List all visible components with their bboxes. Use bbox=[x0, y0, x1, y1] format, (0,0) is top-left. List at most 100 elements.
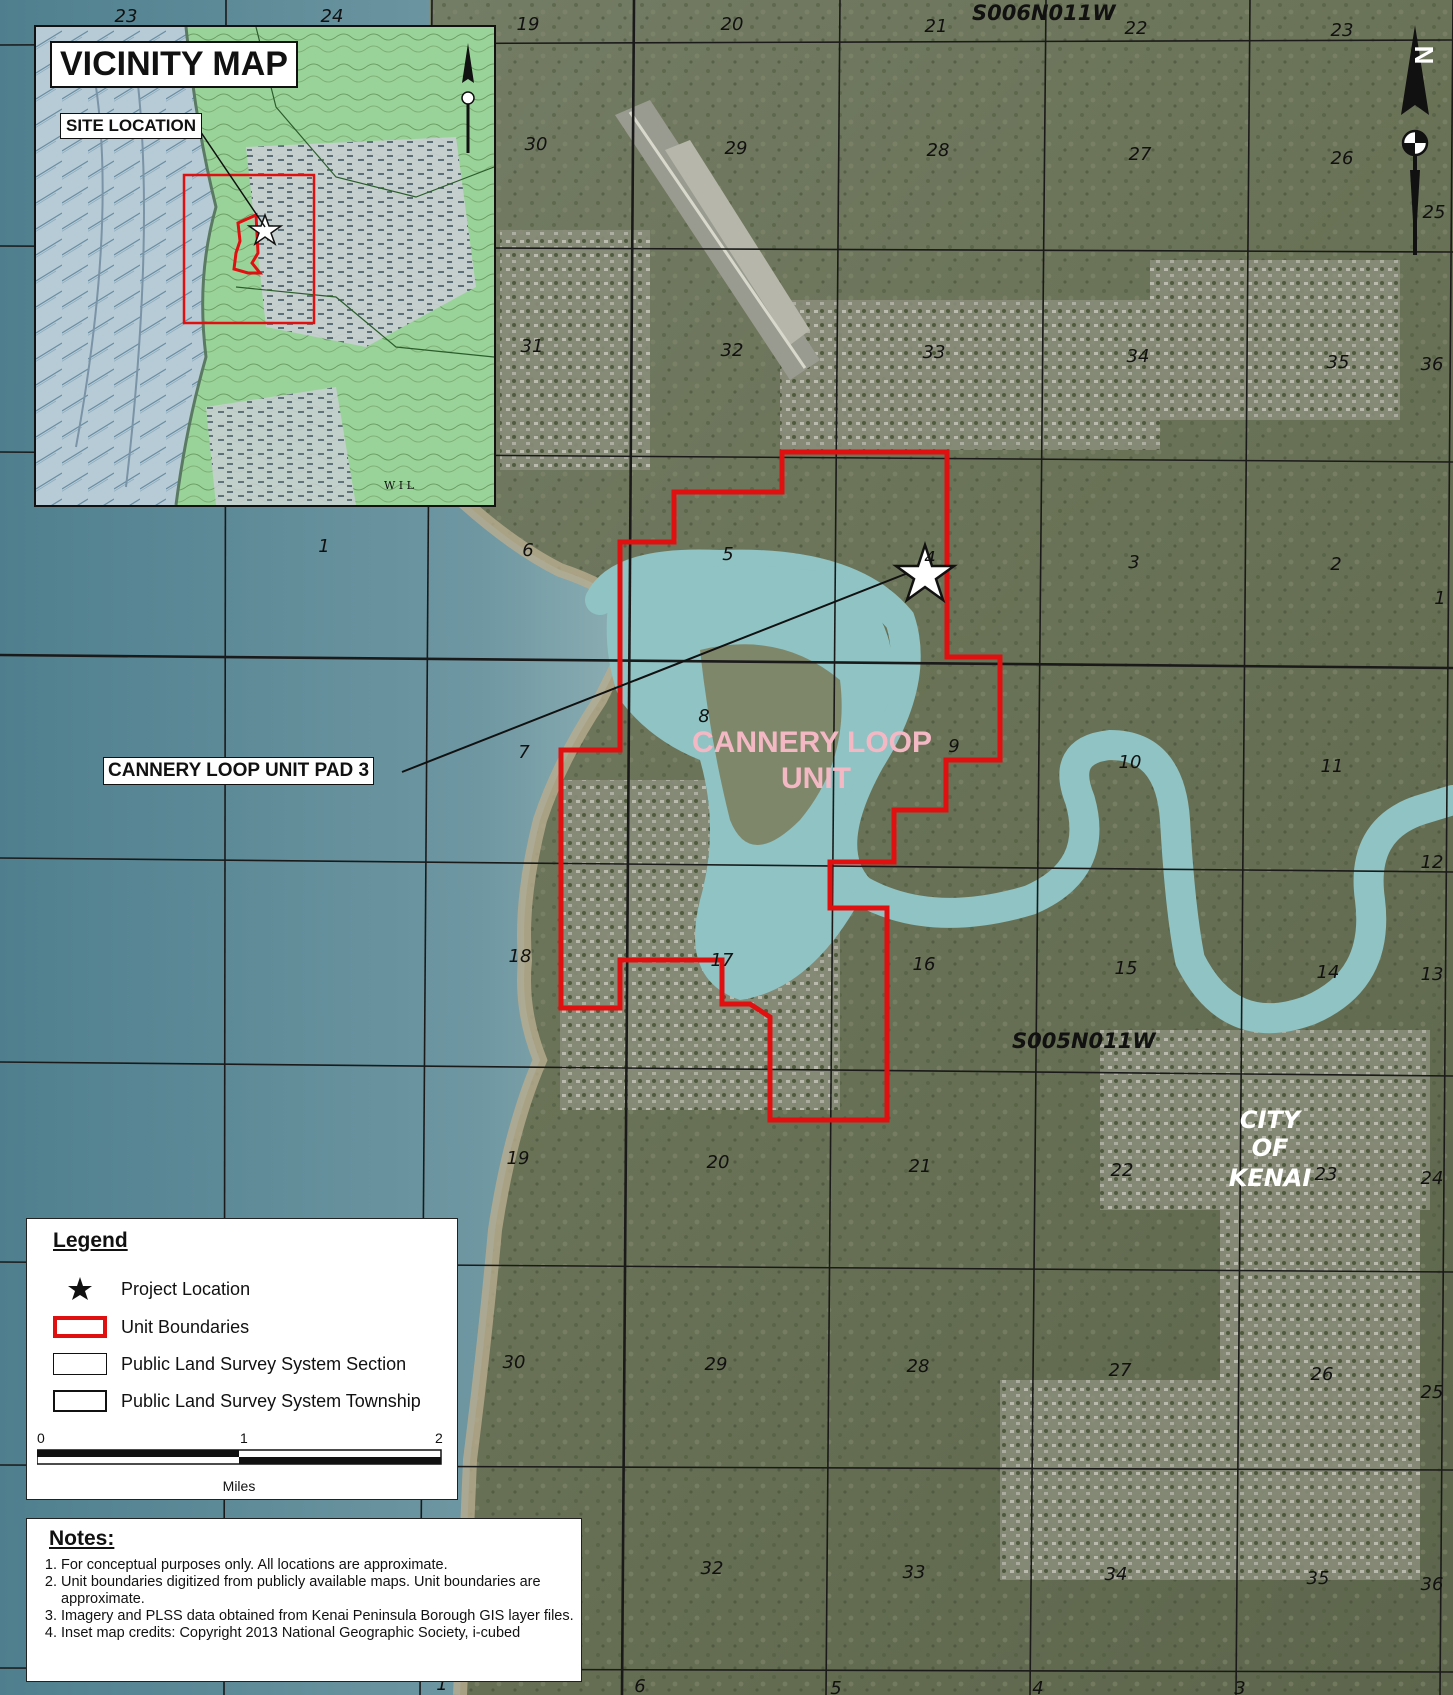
section-number: 26 bbox=[1311, 1364, 1334, 1385]
legend-label: Public Land Survey System Section bbox=[121, 1353, 407, 1374]
scale-tick-2: 2 bbox=[435, 1430, 443, 1446]
section-number: 23 bbox=[1331, 20, 1354, 41]
inset-leader-line bbox=[195, 124, 266, 228]
scale-tick-0: 0 bbox=[37, 1430, 45, 1446]
section-number: 25 bbox=[1421, 1382, 1444, 1403]
notes-panel: Notes: For conceptual purposes only. All… bbox=[26, 1518, 582, 1682]
star-icon bbox=[53, 1277, 107, 1300]
section-number: 19 bbox=[507, 1148, 530, 1169]
section-number: 1 bbox=[318, 536, 329, 557]
section-number: 30 bbox=[525, 134, 548, 155]
section-number: 9 bbox=[948, 736, 959, 757]
note-item: Imagery and PLSS data obtained from Kena… bbox=[61, 1608, 586, 1625]
notes-title: Notes: bbox=[49, 1527, 115, 1550]
section-number: 24 bbox=[1421, 1168, 1444, 1189]
section-number: 6 bbox=[634, 1676, 645, 1695]
section-number: 13 bbox=[1421, 964, 1444, 985]
section-number: 20 bbox=[707, 1152, 730, 1173]
section-number: 32 bbox=[721, 340, 744, 361]
section-number: 23 bbox=[1315, 1164, 1338, 1185]
site-location-label: SITE LOCATION bbox=[60, 113, 203, 139]
section-number: 16 bbox=[913, 954, 936, 975]
section-number: 4 bbox=[1032, 1678, 1043, 1695]
legend-label: Unit Boundaries bbox=[121, 1316, 250, 1337]
inset-site-star bbox=[246, 212, 284, 246]
section-line bbox=[1439, 0, 1453, 1695]
section-number: 26 bbox=[1331, 148, 1354, 169]
vicinity-map-inset: W I L VICINITY MAP SITE LOCATION bbox=[34, 25, 496, 507]
airport bbox=[615, 100, 820, 380]
section-number: 22 bbox=[1111, 1160, 1134, 1181]
pad-callout-label: CANNERY LOOP UNIT PAD 3 bbox=[103, 757, 375, 785]
section-number: 29 bbox=[725, 138, 748, 159]
notes-list: For conceptual purposes only. All locati… bbox=[43, 1557, 586, 1642]
north-letter: N bbox=[1409, 46, 1439, 65]
river-island bbox=[700, 644, 842, 845]
section-number: 8 bbox=[698, 706, 709, 727]
legend-item-township: Public Land Survey System Township bbox=[53, 1387, 421, 1415]
township-label-main: S005N011W bbox=[1012, 1029, 1156, 1053]
section-number: 31 bbox=[521, 336, 544, 357]
unit-boundary bbox=[558, 449, 1003, 1123]
scale-tick-1: 1 bbox=[240, 1430, 248, 1446]
section-number: 35 bbox=[1327, 352, 1350, 373]
township-label-north: S006N011W bbox=[972, 1, 1116, 25]
inset-extent-box bbox=[182, 173, 316, 325]
section-number: 22 bbox=[1125, 18, 1148, 39]
inset-north-arrow bbox=[461, 43, 475, 153]
thick-outline-icon bbox=[53, 1390, 107, 1412]
pad-leader-line bbox=[401, 572, 909, 773]
city-label-line3: KENAI bbox=[1229, 1164, 1312, 1192]
section-line bbox=[620, 0, 636, 1695]
legend-label: Project Location bbox=[121, 1278, 251, 1299]
section-number: 35 bbox=[1307, 1568, 1330, 1589]
section-line bbox=[0, 1061, 1453, 1077]
section-number: 11 bbox=[1321, 756, 1344, 777]
section-number: 33 bbox=[923, 342, 946, 363]
legend-title: Legend bbox=[53, 1229, 128, 1252]
section-line bbox=[0, 857, 1453, 873]
section-number: 6 bbox=[522, 540, 533, 561]
north-arrow: N bbox=[1401, 25, 1439, 255]
legend-item-project: Project Location bbox=[53, 1275, 250, 1303]
section-number: 28 bbox=[927, 140, 950, 161]
section-line bbox=[1235, 0, 1251, 1695]
section-number: 17 bbox=[711, 950, 734, 971]
note-item: For conceptual purposes only. All locati… bbox=[61, 1557, 586, 1574]
scale-unit: Miles bbox=[223, 1478, 256, 1494]
unit-name-label: CANNERY LOOP bbox=[692, 726, 932, 759]
kenai-river bbox=[585, 549, 1453, 1034]
section-number: 34 bbox=[1127, 346, 1150, 367]
section-number: 3 bbox=[1234, 1678, 1245, 1695]
city-label-line2: OF bbox=[1252, 1134, 1289, 1162]
legend-item-section: Public Land Survey System Section bbox=[53, 1350, 406, 1378]
section-number: 12 bbox=[1421, 852, 1444, 873]
inset-map-text: W I L bbox=[384, 479, 415, 492]
legend-label: Public Land Survey System Township bbox=[121, 1390, 421, 1411]
legend-panel: Legend Project Location Unit Boundaries … bbox=[26, 1218, 458, 1500]
city-label: CITY bbox=[1240, 1106, 1303, 1134]
section-number: 23 bbox=[115, 6, 138, 27]
section-number: 18 bbox=[509, 946, 532, 967]
section-number: 27 bbox=[1109, 1360, 1132, 1381]
section-number: 25 bbox=[1423, 202, 1446, 223]
section-number: 21 bbox=[909, 1156, 932, 1177]
section-line bbox=[825, 0, 841, 1695]
project-location-star bbox=[892, 541, 958, 604]
scale-bar: 0 1 2 Miles bbox=[37, 1430, 443, 1494]
section-number: 36 bbox=[1421, 1574, 1444, 1595]
legend-item-unit: Unit Boundaries bbox=[53, 1313, 249, 1341]
thin-outline-icon bbox=[53, 1353, 107, 1375]
section-number: 4 bbox=[924, 548, 935, 569]
section-number: 19 bbox=[517, 14, 540, 35]
note-item: Inset map credits: Copyright 2013 Nation… bbox=[61, 1625, 586, 1642]
section-number: 33 bbox=[903, 1562, 926, 1583]
section-number: 28 bbox=[907, 1356, 930, 1377]
section-number: 27 bbox=[1129, 144, 1152, 165]
section-number: 2 bbox=[1330, 554, 1341, 575]
section-number: 5 bbox=[830, 1678, 841, 1695]
section-number: 14 bbox=[1317, 962, 1340, 983]
section-number: 32 bbox=[701, 1558, 724, 1579]
